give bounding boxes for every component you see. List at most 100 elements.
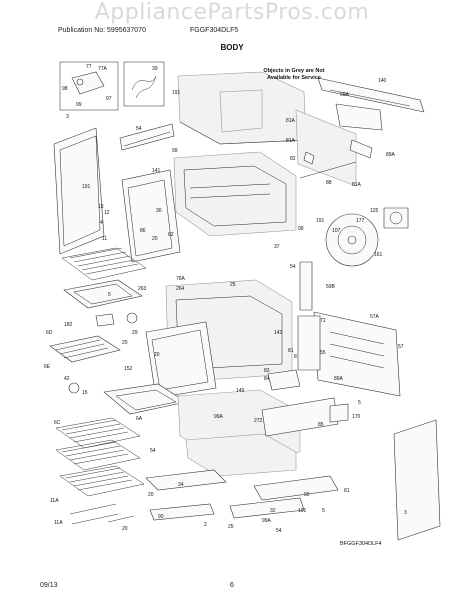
callout: 32 <box>270 508 276 514</box>
grey-objects-note: Objects in Grey are Not Available for Se… <box>263 68 325 81</box>
callout: 11A <box>54 520 63 526</box>
broiler-pan <box>63 279 143 309</box>
callout: 82 <box>290 156 296 162</box>
callout: 20 <box>152 236 158 242</box>
callout: 99 <box>298 226 304 232</box>
rack-rail <box>69 503 117 515</box>
callout: 89A <box>386 152 396 158</box>
screw <box>76 78 84 86</box>
callout: 57 <box>398 344 404 350</box>
footer-date: 09/13 <box>40 582 58 589</box>
callout: 59A <box>340 92 350 98</box>
callout: 2 <box>204 522 207 528</box>
drawer-body <box>185 433 297 477</box>
callout: 15 <box>82 390 88 396</box>
callout: 6A <box>136 416 143 422</box>
callout: 54 <box>150 448 156 454</box>
callout: 83 <box>264 368 270 374</box>
callout: 99A <box>262 518 272 524</box>
callout: 272 <box>254 418 263 424</box>
callout: 8 <box>294 354 297 360</box>
thermostat <box>95 313 115 327</box>
callout: 182 <box>64 322 73 328</box>
drawer-rail-34 <box>229 497 305 519</box>
callout: 77 <box>86 64 92 70</box>
callout: 141 <box>152 168 161 174</box>
callout: 81A <box>352 182 362 188</box>
callout: 25 <box>230 282 236 288</box>
callout: 99 <box>76 102 82 108</box>
callout: 11A <box>50 498 59 504</box>
callout: 34 <box>178 482 184 488</box>
side-panel-right <box>393 419 441 541</box>
callout: 59B <box>326 284 336 290</box>
callout: 191 <box>298 508 307 514</box>
callout: 54 <box>290 264 296 270</box>
callout: 71 <box>320 318 326 324</box>
callout: 90 <box>158 514 164 520</box>
callout: 89A <box>334 376 344 382</box>
callout: 177 <box>356 218 365 224</box>
callout: 81A <box>286 138 296 144</box>
callout: 11 <box>102 236 107 242</box>
callout: 3 <box>66 114 69 120</box>
wire-harness <box>131 75 157 99</box>
callout: 81 <box>288 348 294 354</box>
callout: 191 <box>82 184 91 190</box>
drawer-front-90 <box>149 503 215 521</box>
callout: 39 <box>152 66 158 72</box>
callout: 4 <box>100 220 103 226</box>
callout: 191 <box>172 90 181 96</box>
callout: 88 <box>326 180 332 186</box>
callout: 6C <box>54 420 61 426</box>
light-assembly <box>68 382 80 394</box>
diagram-code: BFGGF304DLF4 <box>340 541 382 547</box>
callout: 54 <box>136 126 142 132</box>
outer-body-cavity <box>219 89 263 133</box>
callout: 86 <box>140 228 146 234</box>
callout: 13 <box>98 204 104 210</box>
toe-kick-32 <box>253 475 339 501</box>
bake-element <box>49 335 121 363</box>
bracket-89a <box>349 139 373 159</box>
callout: 264 <box>176 286 185 292</box>
model-number: FGGF304DLF5 <box>190 27 239 34</box>
callout: 20 <box>148 492 154 498</box>
bracket-83 <box>267 369 301 391</box>
callout: 191 <box>316 218 325 224</box>
rear-vent-trim <box>317 77 425 113</box>
vent-duct-59b <box>299 261 313 311</box>
callout: 6D <box>46 330 53 336</box>
callout: 152 <box>124 366 133 372</box>
callout: 77A <box>98 66 108 72</box>
callout: 5 <box>322 508 325 514</box>
callout: 3 <box>404 510 407 516</box>
callout: 84 <box>264 376 270 382</box>
callout: 149 <box>236 388 245 394</box>
callout: 25 <box>228 524 234 530</box>
vent-bracket <box>335 103 383 131</box>
callout: 6E <box>44 364 51 370</box>
callout-labels: 77 77A 98 97 99 39 191 140 59A 3 54 99 8… <box>44 64 407 534</box>
hinge-kit-box <box>59 61 119 111</box>
lower-door-frame <box>145 321 217 399</box>
hinge-bracket <box>71 71 105 95</box>
callout: 81A <box>286 118 296 124</box>
lower-racks <box>55 417 145 497</box>
bracket-170 <box>329 403 349 423</box>
callout: 20 <box>122 526 128 532</box>
callout: 125 <box>370 208 379 214</box>
callout: 30 <box>156 208 162 214</box>
callout: 263 <box>138 286 147 292</box>
callout: 95 <box>304 492 310 498</box>
rod-88 <box>299 161 357 179</box>
publication-number: Publication No: 5995637070 <box>58 27 146 34</box>
callout: 170 <box>352 414 361 420</box>
upper-oven-cavity <box>173 151 297 237</box>
callout: 140 <box>378 78 387 84</box>
callout: 85 <box>318 422 324 428</box>
callout: 29 <box>132 330 138 336</box>
callout: 97 <box>106 96 112 102</box>
callout: 54 <box>276 528 282 534</box>
fan-motor <box>383 207 409 229</box>
